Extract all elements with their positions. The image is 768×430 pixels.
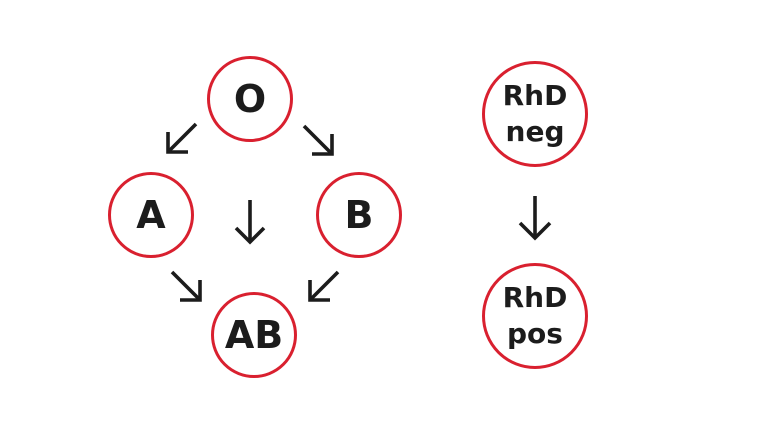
- blood-type-o-node: O: [207, 56, 293, 142]
- rhd-negative-node: RhD neg: [482, 61, 588, 167]
- blood-type-a-label: A: [136, 193, 166, 237]
- rhd-positive-node: RhD pos: [482, 263, 588, 369]
- blood-type-a-node: A: [108, 172, 194, 258]
- blood-type-b-label: B: [344, 193, 374, 237]
- arrow-o-to-b: [302, 124, 334, 156]
- arrow-neg-to-pos: [518, 196, 552, 241]
- rhd-positive-label-line2: pos: [507, 317, 563, 350]
- arrow-a-to-ab: [170, 270, 202, 302]
- blood-type-b-node: B: [316, 172, 402, 258]
- blood-type-ab-node: AB: [211, 292, 297, 378]
- arrow-b-to-ab: [308, 270, 340, 302]
- blood-type-o-label: O: [233, 77, 267, 121]
- rhd-positive-label-line1: RhD: [502, 281, 568, 314]
- arrow-o-to-ab: [234, 200, 266, 245]
- blood-type-ab-label: AB: [224, 313, 284, 357]
- arrow-o-to-a: [166, 122, 198, 154]
- rhd-negative-label-line1: RhD: [502, 79, 568, 112]
- rhd-negative-label-line2: neg: [505, 115, 565, 148]
